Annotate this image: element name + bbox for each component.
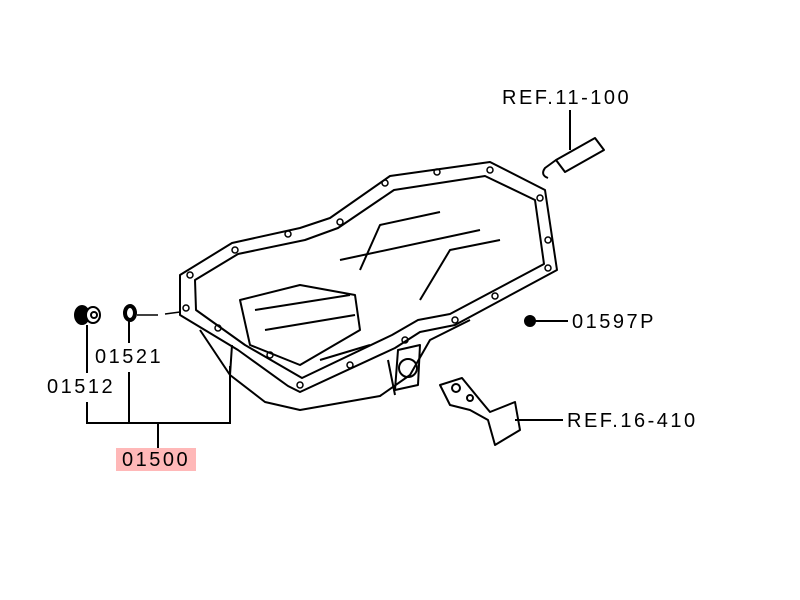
gasket-icon: [123, 304, 137, 322]
oil-strainer-icon: [439, 377, 563, 446]
label-ref-16-410[interactable]: REF.16-410: [567, 410, 698, 432]
ribs: [339, 211, 501, 301]
drain-port: [398, 358, 418, 378]
oil-pan-body: [199, 319, 471, 411]
oil-pan-flange-inner: [194, 175, 545, 379]
flange-bolt-holes: [182, 166, 552, 389]
label-01512[interactable]: 01512: [47, 376, 116, 398]
bolt-01597p-icon: [524, 315, 568, 327]
callout-lines: [86, 321, 231, 449]
drain-plug-icon: [74, 305, 101, 325]
dashed-leader: [137, 311, 181, 316]
label-01597p[interactable]: 01597P: [572, 311, 656, 333]
label-01521[interactable]: 01521: [95, 346, 164, 368]
label-ref-11-100[interactable]: REF.11-100: [502, 87, 632, 109]
sealant-tube-icon: [542, 110, 605, 179]
sump: [239, 284, 361, 366]
label-01500-highlighted[interactable]: 01500: [116, 448, 197, 471]
oil-pan-flange: [179, 161, 558, 393]
